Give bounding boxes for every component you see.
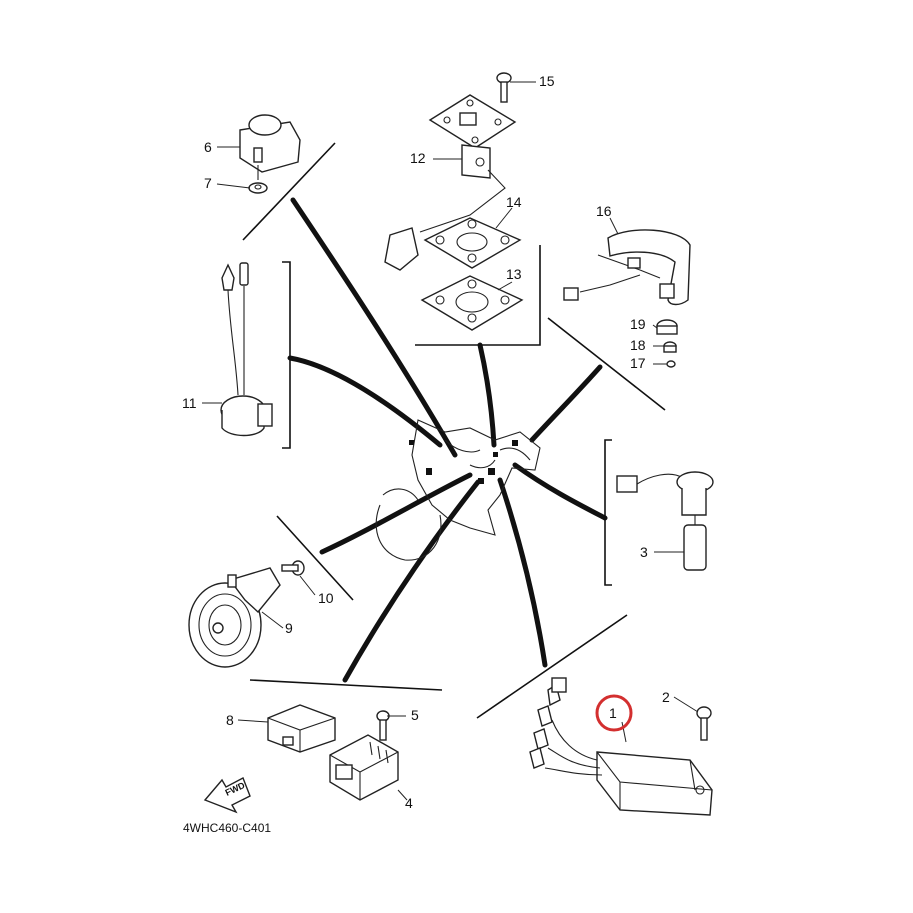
part-7-nut [248,182,268,194]
callout-7: 7 [204,175,212,191]
part-6-unit [239,114,301,180]
callout-19: 19 [630,316,646,332]
part-1-cdi-unit [529,677,713,816]
part-10-bolt [281,560,305,576]
part-12-sender [384,94,517,271]
callout-4: 4 [405,795,413,811]
motorcycle-outline [375,419,541,561]
part-15-bolt [496,72,512,103]
callout-1: 1 [609,705,617,721]
part-11-sensor [220,262,273,437]
part-16-assembly [563,229,691,306]
part-17-screw [666,360,676,368]
part-9-horn [188,567,281,668]
part-14-gasket [423,217,522,269]
callout-12: 12 [410,150,426,166]
callout-14: 14 [506,194,522,210]
forward-arrow-icon: FWD [203,777,251,814]
drawing-code: 4WHC460-C401 [183,821,271,835]
callout-11: 11 [182,395,197,411]
callout-8: 8 [226,712,234,728]
callout-5: 5 [411,707,419,723]
part-13-gasket [420,275,524,331]
part-8-relay [267,704,336,753]
callout-10: 10 [318,590,334,606]
part-3-sender [616,471,714,571]
part-4-regulator [329,734,399,801]
callout-15: 15 [539,73,555,89]
part-5-screw [376,710,390,741]
part-19-grommet [656,319,678,335]
leader-lines [202,81,699,801]
part-18-collar [663,341,677,353]
highlight-ring [595,694,633,732]
connector-wires [287,197,608,683]
callout-13: 13 [506,266,522,282]
callout-3: 3 [640,544,648,560]
callout-9: 9 [285,620,293,636]
part-2-screw [696,706,712,741]
callout-2: 2 [662,689,670,705]
callout-17: 17 [630,355,646,371]
callout-6: 6 [204,139,212,155]
callout-numbers: 1 2 3 4 5 6 7 8 9 10 11 12 13 14 15 16 1… [182,73,670,811]
callout-18: 18 [630,337,646,353]
group-frames [242,142,666,719]
callout-16: 16 [596,203,612,219]
